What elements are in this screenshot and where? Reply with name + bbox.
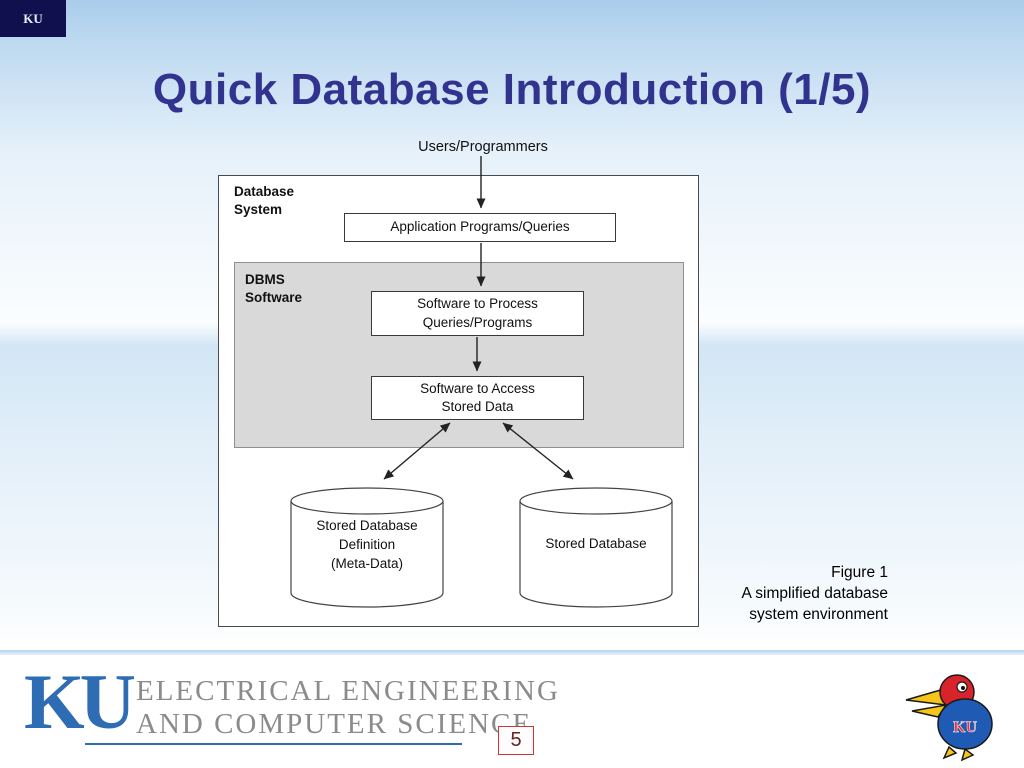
footer-underline xyxy=(85,743,462,745)
figure-caption-line3: system environment xyxy=(749,606,888,623)
dbms-label-line2: Software xyxy=(245,289,303,305)
application-programs-label: Application Programs/Queries xyxy=(390,219,570,235)
left-cylinder-line2: Definition xyxy=(338,536,396,552)
dbms-label-line1: DBMS xyxy=(245,272,285,287)
software-process-box: Software to Process Queries/Programs xyxy=(371,291,584,336)
process-box-line2: Queries/Programs xyxy=(422,314,533,330)
stored-database-label: Stored Database xyxy=(518,535,674,554)
dbms-software-panel: DBMS Software xyxy=(234,262,684,448)
ku-logo: KU xyxy=(24,658,136,745)
stored-database-cylinder: Stored Database xyxy=(518,485,674,611)
figure-caption: Figure 1 A simplified database system en… xyxy=(658,562,888,625)
stored-database-definition-cylinder: Stored Database Definition (Meta-Data) xyxy=(289,485,445,611)
footer: KU ELECTRICAL ENGINEERING AND COMPUTER S… xyxy=(0,655,1024,768)
dbms-software-label: DBMS Software xyxy=(245,271,302,306)
jayhawk-ku-text: KU xyxy=(953,719,977,736)
footer-divider-band xyxy=(0,650,1024,655)
ku-corner-label: KU xyxy=(23,10,43,26)
database-system-label-line2: System xyxy=(234,201,283,217)
ku-corner-mark: KU xyxy=(0,0,66,37)
figure-caption-line2: A simplified database xyxy=(741,585,888,602)
application-programs-box: Application Programs/Queries xyxy=(344,213,616,242)
figure-caption-line1: Figure 1 xyxy=(831,564,888,581)
database-system-box: Database System Application Programs/Que… xyxy=(218,175,699,627)
page-number: 5 xyxy=(510,729,522,751)
department-line2: AND COMPUTER SCIENCE xyxy=(136,708,533,740)
cylinder-shape xyxy=(519,487,673,608)
jayhawk-logo: KU xyxy=(905,674,993,762)
department-name: ELECTRICAL ENGINEERING AND COMPUTER SCIE… xyxy=(136,675,560,741)
process-box-line1: Software to Process xyxy=(417,296,538,312)
software-access-box: Software to Access Stored Data xyxy=(371,376,584,420)
database-system-label-line1: Database xyxy=(234,184,295,199)
slide-title: Quick Database Introduction (1/5) xyxy=(152,65,872,114)
left-cylinder-line1: Stored Database xyxy=(316,518,418,533)
access-box-line2: Stored Data xyxy=(441,399,514,414)
department-line1: ELECTRICAL ENGINEERING xyxy=(136,675,560,707)
access-box-line1: Software to Access xyxy=(420,380,535,396)
left-cylinder-line3: (Meta-Data) xyxy=(330,555,403,571)
right-cylinder-line1: Stored Database xyxy=(545,536,647,551)
users-programmers-label: Users/Programmers xyxy=(418,139,548,155)
page-number-box: 5 xyxy=(498,726,534,755)
cylinder-shape xyxy=(290,487,444,608)
database-system-label: Database System xyxy=(234,183,294,218)
stored-database-definition-label: Stored Database Definition (Meta-Data) xyxy=(289,517,445,574)
